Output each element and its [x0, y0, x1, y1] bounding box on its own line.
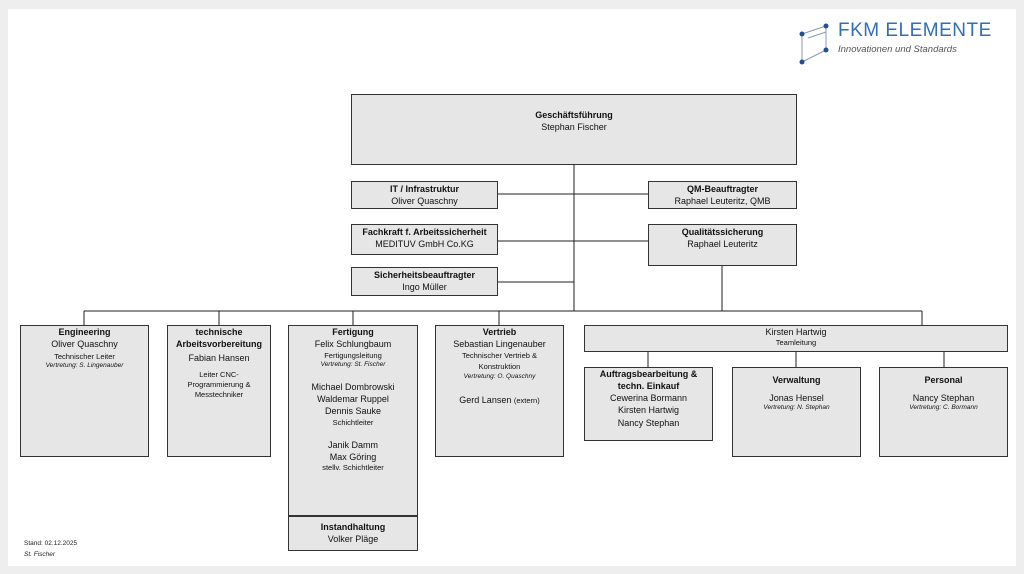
- staff-name: Max Göring: [329, 451, 377, 462]
- footer-author: St. Fischer: [24, 551, 56, 558]
- box-name: Oliver Quaschny: [51, 339, 118, 350]
- box-title: Qualitätssicherung: [681, 227, 764, 237]
- box-sicherheitsbeauftragter: Sicherheitsbeauftragter Ingo Müller: [351, 267, 498, 296]
- box-deputy: Vertretung: St. Fischer: [320, 361, 386, 369]
- box-role: Teamleitung: [775, 338, 817, 348]
- box-title: Geschäftsführung: [535, 110, 613, 120]
- box-role: Technischer Leiter: [54, 352, 115, 362]
- staff-name: Dennis Sauke: [324, 406, 382, 417]
- staff-name: Cewerina Bormann: [609, 393, 688, 404]
- box-deputy: Vertretung: O. Quaschny: [463, 373, 536, 381]
- box-name: Felix Schlungbaum: [314, 339, 392, 350]
- box-name: Nancy Stephan: [912, 393, 975, 404]
- box-name: Jonas Hensel: [769, 393, 824, 404]
- box-engineering: Engineering Oliver Quaschny Technischer …: [20, 325, 149, 457]
- box-name: Raphael Leuteritz: [687, 239, 758, 250]
- box-deputy: Vertretung: N. Stephan: [763, 404, 830, 412]
- box-title: Sicherheitsbeauftragter: [373, 270, 476, 280]
- staff-role: Schichtleiter: [332, 417, 374, 427]
- box-title: technische Arbeitsvorbereitung: [175, 327, 262, 350]
- box-title: Fachkraft f. Arbeitssicherheit: [362, 227, 487, 237]
- box-name: Kirsten Hartwig: [765, 327, 827, 337]
- box-name: Fabian Hansen: [188, 353, 250, 364]
- box-title: Instandhaltung: [320, 522, 386, 532]
- box-verwaltung: Verwaltung Jonas Hensel Vertretung: N. S…: [732, 367, 861, 457]
- box-vertrieb: Vertrieb Sebastian Lingenauber Technisch…: [435, 325, 564, 457]
- staff-name: Gerd Lansen: [459, 394, 512, 405]
- footer-stand: Stand: 02.12.2025: [24, 540, 78, 547]
- box-geschaeftsfuehrung: Geschäftsführung Stephan Fischer: [351, 94, 797, 165]
- box-qualitaetssicherung: Qualitätssicherung Raphael Leuteritz: [648, 224, 797, 266]
- logo-subtitle: Innovationen und Standards: [838, 44, 957, 55]
- box-title: Verwaltung: [772, 375, 821, 385]
- box-title: Engineering: [58, 327, 111, 337]
- box-teamleitung: Kirsten Hartwig Teamleitung: [584, 325, 1008, 352]
- box-title: IT / Infrastruktur: [389, 184, 459, 194]
- box-title: Vertrieb: [482, 327, 517, 337]
- box-fertigung: Fertigung Felix Schlungbaum Fertigungsle…: [288, 325, 418, 516]
- cube-logo-icon: [799, 23, 829, 65]
- box-name: Sebastian Lingenauber: [453, 339, 546, 350]
- box-title: Auftragsbearbeitung & techn. Einkauf: [599, 369, 698, 392]
- box-instandhaltung: Instandhaltung Volker Pläge: [288, 516, 418, 551]
- box-personal: Personal Nancy Stephan Vertretung: C. Bo…: [879, 367, 1008, 457]
- box-it-infrastruktur: IT / Infrastruktur Oliver Quaschny: [351, 181, 498, 209]
- box-name: Ingo Müller: [402, 282, 447, 293]
- box-title: Fertigung: [332, 327, 374, 337]
- staff-name: Janik Damm: [327, 439, 378, 450]
- box-qm-beauftragter: QM-Beauftragter Raphael Leuteritz, QMB: [648, 181, 797, 209]
- box-name: Raphael Leuteritz, QMB: [674, 196, 771, 207]
- staff-note: (extern): [513, 395, 540, 405]
- box-role: Technischer Vertrieb & Konstruktion: [461, 351, 538, 372]
- box-name: Oliver Quaschny: [391, 196, 458, 207]
- box-arbeitsvorbereitung: technische Arbeitsvorbereitung Fabian Ha…: [167, 325, 271, 457]
- box-role: Fertigungsleitung: [324, 351, 382, 361]
- box-name: MEDITUV GmbH Co.KG: [375, 239, 474, 250]
- staff-name: Nancy Stephan: [617, 417, 680, 428]
- page-background: [8, 9, 1016, 566]
- logo-title: FKM ELEMENTE: [838, 20, 992, 41]
- box-fachkraft-arbeitssicherheit: Fachkraft f. Arbeitssicherheit MEDITUV G…: [351, 224, 498, 255]
- box-name: Volker Pläge: [327, 534, 379, 545]
- staff-name: Waldemar Ruppel: [317, 394, 389, 405]
- staff-name: Kirsten Hartwig: [617, 405, 680, 416]
- box-name: Stephan Fischer: [541, 122, 607, 133]
- staff-role: stellv. Schichtleiter: [322, 463, 384, 472]
- box-title: QM-Beauftragter: [686, 184, 758, 194]
- box-auftragsbearbeitung: Auftragsbearbeitung & techn. Einkauf Cew…: [584, 367, 713, 441]
- box-deputy: Vertretung: C. Bormann: [909, 404, 978, 412]
- box-role: Leiter CNC-Programmierung & Messtechnike…: [187, 370, 251, 399]
- box-title: Personal: [924, 375, 963, 385]
- staff-name: Michael Dombrowski: [311, 382, 395, 393]
- box-deputy: Vertretung: S. Lingenauber: [45, 362, 124, 370]
